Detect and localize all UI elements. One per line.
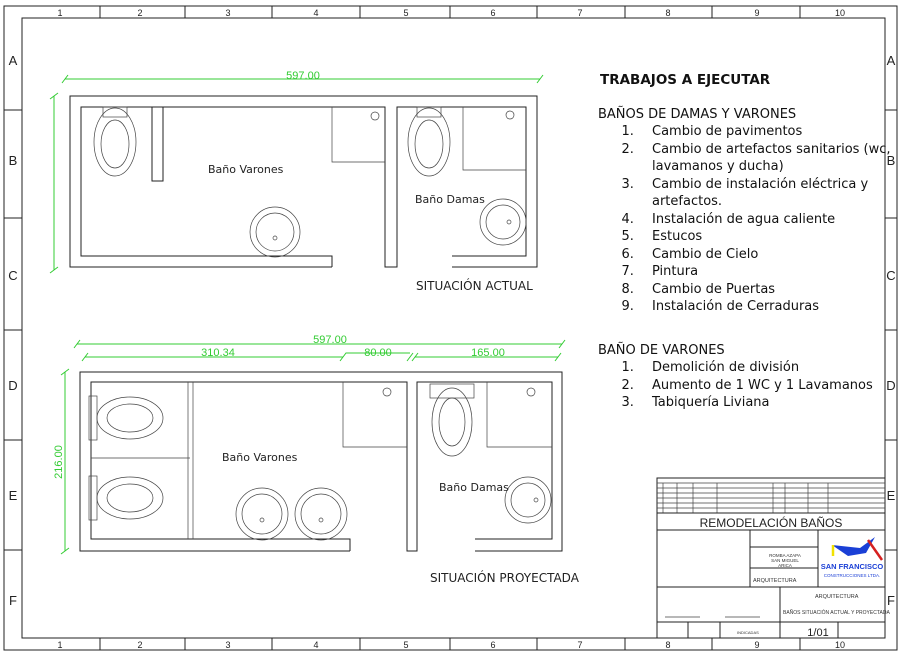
address-line: ROMBA AZAPA [769, 553, 801, 558]
grid-label: 4 [313, 640, 318, 650]
drawing-content: BAÑOS SITUACIÓN ACTUAL Y PROYECTADA [783, 609, 890, 616]
dimension-label: 165.00 [471, 347, 505, 359]
notes-item: Tabiquería Liviana [638, 394, 900, 412]
company-name: SAN FRANCISCO [821, 562, 884, 571]
room-label: Baño Damas [415, 193, 485, 206]
grid-label: 2 [137, 640, 142, 650]
grid-label: C [8, 268, 17, 283]
shower [342, 382, 552, 448]
toilet [88, 395, 164, 441]
notes-item: Cambio de instalación eléctrica y artefa… [638, 176, 900, 211]
plan-situacion-actual: Baño Varones Baño Damas SITUACIÓN ACTUAL… [49, 70, 544, 293]
grid-label: 7 [577, 640, 582, 650]
notes-item: Cambio de Puertas [638, 281, 900, 299]
shower [331, 107, 526, 171]
company-sub: CONSTRUCCIONES LTDA. [824, 573, 880, 578]
address-line: ARICA [778, 563, 792, 568]
title-block: REMODELACIÓN BAÑOS ROMBA AZAPA SAN MIGUE… [656, 477, 890, 639]
grid-label: 3 [225, 8, 230, 18]
grid-label: 10 [835, 640, 845, 650]
notes-title: TRABAJOS A EJECUTAR [600, 72, 771, 88]
notes-item: Demolición de división [638, 359, 900, 377]
notes-item: Estucos [638, 228, 900, 246]
scale: INDICADAS [737, 630, 759, 635]
grid-label: C [886, 268, 895, 283]
notes-item: Cambio de artefactos sanitarios (wc, lav… [638, 141, 900, 176]
grid-label: E [9, 488, 18, 503]
shower-drain [370, 111, 380, 121]
grid-label: D [886, 378, 895, 393]
drawing-specialty: ARQUITECTURA [815, 594, 859, 600]
grid-label: 1 [57, 8, 62, 18]
notes-item: Cambio de pavimentos [638, 123, 900, 141]
grid-label: B [9, 153, 18, 168]
specialty: ARQUITECTURA [753, 578, 797, 584]
partition-stub [151, 106, 164, 182]
plan-caption: SITUACIÓN ACTUAL [416, 278, 533, 293]
room-label: Baño Varones [208, 163, 284, 176]
grid-label: 5 [403, 8, 408, 18]
grid-label: 9 [754, 640, 759, 650]
grid-label: 9 [754, 8, 759, 18]
address-line: SAN MIGUEL [771, 558, 799, 563]
grid-label: 1 [57, 640, 62, 650]
dimension-label: 216.00 [53, 445, 65, 479]
grid-label: 4 [313, 8, 318, 18]
grid-label: 8 [665, 640, 670, 650]
grid-label: 3 [225, 640, 230, 650]
room-label: Baño Varones [222, 451, 298, 464]
grid-label: B [887, 153, 896, 168]
plan-situacion-proyectada: Baño Varones Baño Damas SITUACIÓN PROYEC… [53, 334, 580, 585]
toilet [407, 106, 451, 177]
sink [479, 198, 527, 246]
notes-section-heading: BAÑOS DE DAMAS Y VARONES [598, 106, 797, 122]
sink [249, 206, 301, 258]
work-notes: TRABAJOS A EJECUTAR BAÑOS DE DAMAS Y VAR… [598, 72, 900, 412]
grid-label: A [887, 53, 896, 68]
grid-label: 6 [490, 8, 495, 18]
toilet [429, 383, 475, 457]
notes-list: Cambio de pavimentosCambio de artefactos… [598, 123, 900, 316]
grid-label: 7 [577, 8, 582, 18]
grid-label: 2 [137, 8, 142, 18]
inner-frame [21, 17, 886, 639]
plan-caption: SITUACIÓN PROYECTADA [430, 570, 580, 585]
grid-label: E [887, 488, 896, 503]
dimension-label: 310.34 [201, 347, 235, 359]
sink [235, 487, 289, 541]
shower-drain [505, 110, 515, 120]
notes-item: Cambio de Cielo [638, 246, 900, 264]
grid-label: A [9, 53, 18, 68]
grid-label: 10 [835, 8, 845, 18]
notes-item: Pintura [638, 263, 900, 281]
dimension-label: 80.00 [364, 347, 392, 359]
sheet-number: 1/01 [807, 627, 828, 639]
project-title: REMODELACIÓN BAÑOS [700, 515, 843, 530]
sink [294, 487, 348, 541]
grid-label: 8 [665, 8, 670, 18]
grid-label: 5 [403, 640, 408, 650]
notes-item: Instalación de Cerraduras [638, 298, 900, 316]
room-label: Baño Damas [439, 481, 509, 494]
grid-label: F [887, 593, 895, 608]
grid-label: 6 [490, 640, 495, 650]
notes-item: Instalación de agua caliente [638, 211, 900, 229]
grid-label: F [9, 593, 17, 608]
sink [504, 476, 552, 524]
notes-section-heading: BAÑO DE VARONES [598, 342, 725, 358]
dimension-label: 597.00 [286, 70, 320, 82]
notes-item: Aumento de 1 WC y 1 Lavamanos [638, 377, 900, 395]
toilet [93, 106, 137, 177]
dimension-label: 597.00 [313, 334, 347, 346]
notes-list: Demolición de divisiónAumento de 1 WC y … [598, 359, 900, 412]
company-logo: SAN FRANCISCO CONSTRUCCIONES LTDA. [821, 537, 884, 578]
grid-label: D [8, 378, 17, 393]
toilet [88, 475, 164, 521]
